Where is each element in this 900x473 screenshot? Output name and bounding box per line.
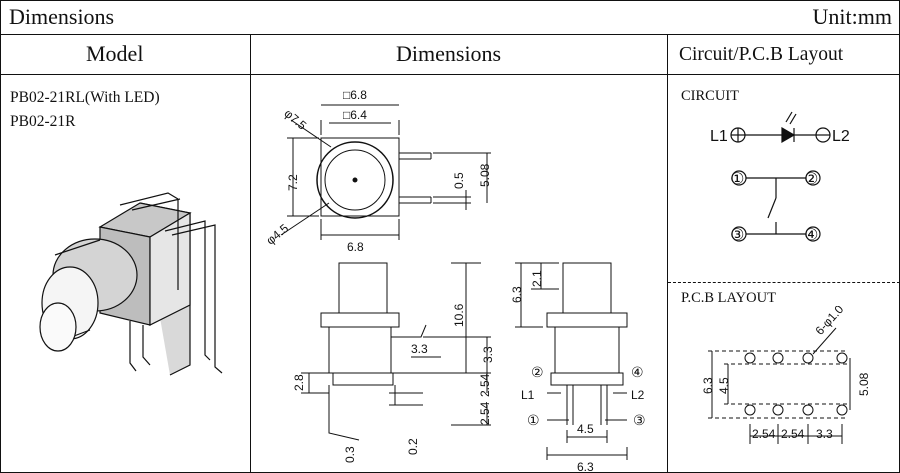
column-header-dimensions: Dimensions [396, 41, 502, 66]
column-header-circuit: Circuit/P.C.B Layout [679, 44, 844, 65]
dim-front-4-5: 4.5 [577, 422, 594, 436]
dim-2-54-lower: 2.54 [478, 401, 492, 425]
dim-front-6-3: 6.3 [510, 286, 524, 303]
pcb-layout-label: P.C.B LAYOUT [681, 290, 776, 306]
model-name-led: PB02-21RL(With LED) [10, 89, 160, 106]
dim-3-3-vertical: 3.3 [481, 346, 495, 363]
column-header-divider [0, 74, 900, 75]
pcb-layout-diagram: 6-φ1.0 6.3 4.5 5.08 2.54 2.54 3.3 [701, 306, 871, 444]
front-label-l2: L2 [631, 388, 645, 402]
model-name: PB02-21R [10, 113, 76, 130]
pcb-hole-note: 6-φ1.0 [812, 306, 846, 338]
dim-0-2: 0.2 [406, 438, 420, 455]
circuit-terminal-4: ④ [804, 227, 818, 244]
circuit-pcb-separator [668, 282, 900, 283]
circuit-terminal-3: ③ [730, 227, 744, 244]
pcb-dim-3-3: 3.3 [816, 427, 833, 441]
dim-5-08: 5.08 [478, 163, 492, 187]
pcb-dim-4-5: 4.5 [717, 377, 731, 394]
dim-2-8: 2.8 [292, 374, 306, 391]
pcb-dim-6-3: 6.3 [701, 377, 715, 394]
unit-label: Unit:mm [812, 4, 892, 29]
column-divider-1 [250, 34, 251, 473]
dimension-drawing: □6.8 □6.4 φ7.5 7.2 φ4.5 6.8 0.5 5.08 [263, 88, 646, 473]
circuit-l1-label: L1 [710, 128, 728, 145]
column-divider-2 [667, 34, 668, 473]
dim-front-6-3-bottom: 6.3 [577, 460, 594, 473]
dim-0-3: 0.3 [343, 446, 357, 463]
dim-dia-4-5: φ4.5 [263, 221, 291, 248]
circuit-l2-label: L2 [832, 128, 850, 145]
pcb-dim-2-54-b: 2.54 [781, 427, 805, 441]
front-terminal-1: ① [527, 412, 540, 428]
front-view [515, 262, 628, 460]
circuit-terminal-1: ① [730, 171, 744, 188]
dim-7-2: 7.2 [286, 174, 300, 191]
circuit-label: CIRCUIT [681, 88, 739, 104]
front-terminal-4: ④ [631, 364, 644, 380]
page-title: Dimensions [9, 4, 115, 29]
product-illustration [39, 192, 223, 376]
pcb-dim-2-54-a: 2.54 [752, 427, 776, 441]
front-label-l1: L1 [521, 388, 535, 402]
front-terminal-2: ② [531, 364, 544, 380]
circuit-terminal-2: ② [804, 171, 818, 188]
top-view [280, 104, 491, 240]
side-view [301, 262, 491, 441]
dim-square-6-4: □6.4 [343, 108, 367, 122]
circuit-diagram: L1 L2 ① ② ③ ④ [710, 111, 850, 244]
dim-2-54-upper: 2.54 [478, 373, 492, 397]
dim-6-8-bottom: 6.8 [347, 240, 364, 254]
dim-square-6-8: □6.8 [343, 88, 367, 102]
front-terminal-3: ③ [633, 412, 646, 428]
column-header-model: Model [86, 41, 144, 66]
dim-3-3-horizontal: 3.3 [411, 342, 428, 356]
dim-front-2-1: 2.1 [530, 270, 544, 287]
dim-dia-7-5: φ7.5 [281, 106, 309, 133]
header-divider [0, 34, 900, 35]
pcb-dim-5-08: 5.08 [857, 372, 871, 396]
dim-0-5: 0.5 [452, 172, 466, 189]
dim-10-6: 10.6 [452, 303, 466, 327]
